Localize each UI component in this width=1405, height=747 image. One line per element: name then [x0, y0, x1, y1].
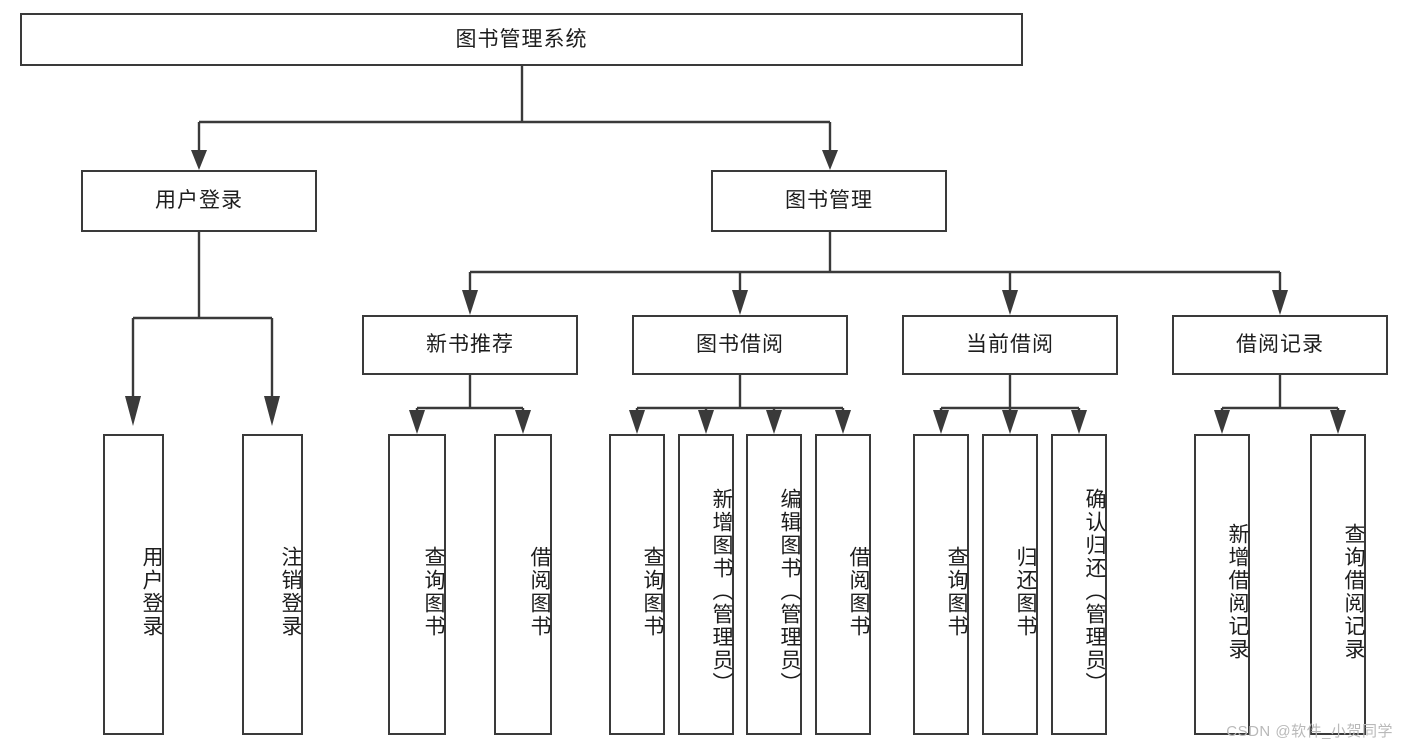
- leaf-query-book-3-label: 查询图书: [945, 545, 968, 638]
- leaf-query-book-3[interactable]: 查询图书: [913, 434, 969, 735]
- node-borrow-record-label: 借阅记录: [1236, 333, 1324, 357]
- arrow-user-login-leaf-2: [264, 396, 280, 426]
- arrow-bm-to-book-borrow: [732, 290, 748, 315]
- arrow-new-book-leaf-2: [515, 410, 531, 434]
- leaf-logout-login[interactable]: 注销登录: [242, 434, 303, 735]
- node-user-login-label: 用户登录: [155, 189, 243, 213]
- arrow-bb-leaf-2: [698, 410, 714, 434]
- leaf-return-book[interactable]: 归还图书: [982, 434, 1038, 735]
- leaf-edit-book[interactable]: 编辑图书（管理员）: [746, 434, 802, 735]
- leaf-add-record[interactable]: 新增借阅记录: [1194, 434, 1250, 735]
- leaf-query-book-2-label: 查询图书: [641, 545, 664, 638]
- arrow-bb-leaf-1: [629, 410, 645, 434]
- leaf-query-record-label: 查询借阅记录: [1342, 522, 1365, 661]
- leaf-query-record[interactable]: 查询借阅记录: [1310, 434, 1366, 735]
- arrow-bb-leaf-4: [835, 410, 851, 434]
- arrow-bb-leaf-3: [766, 410, 782, 434]
- node-user-login[interactable]: 用户登录: [81, 170, 317, 232]
- leaf-user-login[interactable]: 用户登录: [103, 434, 164, 735]
- leaf-borrow-book-2-label: 借阅图书: [847, 545, 870, 638]
- leaf-query-book-1-label: 查询图书: [422, 545, 445, 638]
- leaf-add-record-label: 新增借阅记录: [1226, 522, 1249, 661]
- leaf-user-login-label: 用户登录: [140, 545, 163, 638]
- node-book-borrow[interactable]: 图书借阅: [632, 315, 848, 375]
- leaf-query-book-2[interactable]: 查询图书: [609, 434, 665, 735]
- node-book-management-label: 图书管理: [785, 189, 873, 213]
- node-book-management[interactable]: 图书管理: [711, 170, 947, 232]
- arrow-root-to-user-login: [191, 150, 207, 170]
- leaf-borrow-book-2[interactable]: 借阅图书: [815, 434, 871, 735]
- arrow-new-book-leaf-1: [409, 410, 425, 434]
- leaf-edit-book-label: 编辑图书（管理员）: [778, 488, 801, 695]
- node-current-borrow[interactable]: 当前借阅: [902, 315, 1118, 375]
- arrow-cb-leaf-3: [1071, 410, 1087, 434]
- arrow-br-leaf-2: [1330, 410, 1346, 434]
- node-new-book-recommend-label: 新书推荐: [426, 333, 514, 357]
- arrow-user-login-leaf-1: [125, 396, 141, 426]
- leaf-add-book-label: 新增图书（管理员）: [710, 488, 733, 695]
- arrow-br-leaf-1: [1214, 410, 1230, 434]
- arrow-root-to-book-management: [822, 150, 838, 170]
- arrow-cb-leaf-1: [933, 410, 949, 434]
- watermark: CSDN @软件_小贺同学: [1226, 723, 1393, 740]
- node-borrow-record[interactable]: 借阅记录: [1172, 315, 1388, 375]
- node-root-title[interactable]: 图书管理系统: [20, 13, 1023, 66]
- arrow-bm-to-new-book: [462, 290, 478, 315]
- leaf-borrow-book-1[interactable]: 借阅图书: [494, 434, 552, 735]
- node-root-title-label: 图书管理系统: [455, 27, 588, 51]
- leaf-query-book-1[interactable]: 查询图书: [388, 434, 446, 735]
- leaf-add-book[interactable]: 新增图书（管理员）: [678, 434, 734, 735]
- arrow-bm-to-current-borrow: [1002, 290, 1018, 315]
- leaf-logout-login-label: 注销登录: [279, 545, 302, 638]
- leaf-confirm-return-label: 确认归还（管理员）: [1083, 488, 1106, 695]
- node-book-borrow-label: 图书借阅: [696, 333, 784, 357]
- leaf-return-book-label: 归还图书: [1014, 545, 1037, 638]
- arrow-bm-to-borrow-record: [1272, 290, 1288, 315]
- node-current-borrow-label: 当前借阅: [966, 333, 1054, 357]
- arrow-cb-leaf-2: [1002, 410, 1018, 434]
- node-new-book-recommend[interactable]: 新书推荐: [362, 315, 578, 375]
- leaf-confirm-return[interactable]: 确认归还（管理员）: [1051, 434, 1107, 735]
- leaf-borrow-book-1-label: 借阅图书: [528, 545, 551, 638]
